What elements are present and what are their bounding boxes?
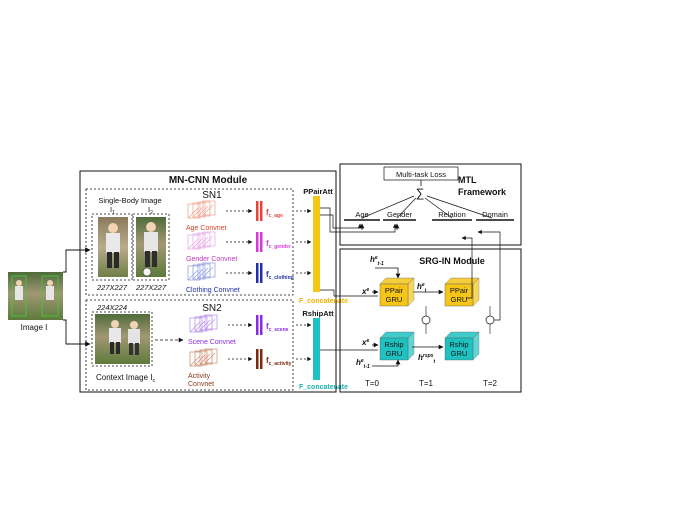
h-t-label: het [417, 282, 427, 294]
sn2-features: fc_scene fc_activity [256, 315, 312, 369]
convnet-label-scene: Scene Convnet [188, 339, 236, 346]
svg-text:Age: Age [355, 210, 368, 219]
sn1-label: SN1 [202, 190, 222, 201]
mtl-title-1: MTL [458, 175, 477, 185]
image-label: Image I [21, 323, 48, 332]
sn1-features: fc_age fc_gender fc_clothing [256, 201, 312, 283]
sn2-label: SN2 [202, 303, 222, 314]
mtl-tasks: Age Gender Relation Domain [344, 210, 514, 230]
svg-text:fc_age: fc_age [266, 208, 283, 219]
single-body-label: Single-Body Image [98, 196, 161, 205]
size-context: 224X224 [96, 303, 127, 312]
mn-cnn-title: MN-CNN Module [169, 175, 248, 186]
svg-text:PPair: PPair [385, 286, 404, 295]
svg-text:Gender: Gender [387, 210, 413, 219]
time-step-2: T=2 [483, 379, 498, 388]
convnet-label-activity: Activity [188, 373, 211, 380]
concat-label-2: F_concatenate [299, 384, 348, 391]
sn1-box [85, 188, 294, 296]
rship-att-bar [313, 318, 320, 380]
svg-text:GRU: GRU [386, 295, 403, 304]
time-step-0: T=0 [365, 379, 380, 388]
svg-text:PPair: PPair [450, 286, 469, 295]
feature-c-scene: fc_scene [256, 315, 312, 335]
child-figure-1 [106, 223, 120, 268]
convnet-label-convnet: Convnet [188, 381, 214, 388]
svg-text:Relation: Relation [438, 210, 466, 219]
body-image-2-label: I2 [148, 205, 153, 216]
input-image-group: Image I [8, 272, 63, 332]
body-image-1-label: I1 [110, 205, 115, 216]
x-bot-label: xe [361, 338, 369, 347]
context-image [95, 314, 150, 364]
concat-label-1: F_concatenate [299, 298, 348, 305]
time-steps: T=0 T=1 T=2 [365, 379, 498, 388]
srg-title: SRG-IN Module [419, 256, 485, 266]
svg-text:Rship: Rship [384, 340, 403, 349]
feature-c-clothing: fc_clothing [256, 263, 312, 283]
svg-text:fc_scene: fc_scene [266, 322, 289, 333]
convnet-label-sn1-1: Gender Convnet [186, 256, 237, 263]
feature-c-gender: fc_gender [256, 232, 312, 252]
srg-in-module: SRG-IN Module het-1 xe het PPairGRUPPair… [339, 229, 522, 393]
x-top-label: xe [361, 287, 369, 296]
child-figure-2 [142, 222, 158, 277]
convnet-stack-sn2-0 [189, 314, 253, 333]
size-body-1: 227X227 [96, 283, 128, 292]
child-figure-context [109, 320, 140, 355]
svg-text:GRU: GRU [451, 349, 468, 358]
context-label: Context Image Ic [96, 373, 155, 384]
feature-c-age: fc_age [256, 201, 312, 221]
svg-text:Rship: Rship [449, 340, 468, 349]
sigma-symbol: ∑ [416, 186, 425, 200]
rship-att-label: RshipAtt [302, 309, 334, 318]
ppair-att-bar [313, 196, 320, 292]
task-gender: Gender [383, 210, 416, 221]
mtl-framework: Multi-task Loss ∑ MTL Framework Age Gende… [339, 163, 522, 246]
combine-node-2 [485, 315, 495, 325]
task-domain: Domain [476, 210, 514, 221]
svg-text:GRU: GRU [386, 349, 403, 358]
svg-text:fc_activity: fc_activity [266, 356, 292, 367]
svg-text:Domain: Domain [482, 210, 508, 219]
convnet-stack-sn2-1 [189, 348, 253, 367]
task-relation: Relation [432, 210, 472, 221]
multitask-loss: Multi-task Loss [396, 170, 446, 179]
convnet-label-sn1-2: Clothing Convnet [186, 287, 240, 294]
convnet-stack-sn1-0: Age Convnet [186, 200, 253, 232]
mn-cnn-module: MN-CNN Module SN1 SN2 Single-Body Image … [79, 170, 348, 393]
feature-c-activity: fc_activity [256, 349, 312, 369]
svg-text:fc_clothing: fc_clothing [266, 270, 294, 281]
task-age: Age [344, 210, 380, 221]
svg-text:GRU: GRU [451, 295, 468, 304]
size-body-2: 227X227 [135, 283, 167, 292]
h-mid-label: hrspst [418, 353, 435, 365]
convnet-label-sn1-0: Age Convnet [186, 225, 227, 232]
svg-text:fc_gender: fc_gender [266, 239, 291, 250]
h-prev-label: het-1 [370, 255, 384, 267]
ppair-att-label: PPairAtt [303, 187, 333, 196]
convnet-stack-sn1-1: Gender Convnet [186, 231, 253, 263]
combine-node-1 [421, 315, 431, 325]
convnet-stack-sn1-2: Clothing Convnet [186, 262, 253, 294]
time-step-1: T=1 [419, 379, 434, 388]
mtl-title-2: Framework [458, 187, 507, 197]
h-bot-label: het-1 [356, 358, 370, 370]
